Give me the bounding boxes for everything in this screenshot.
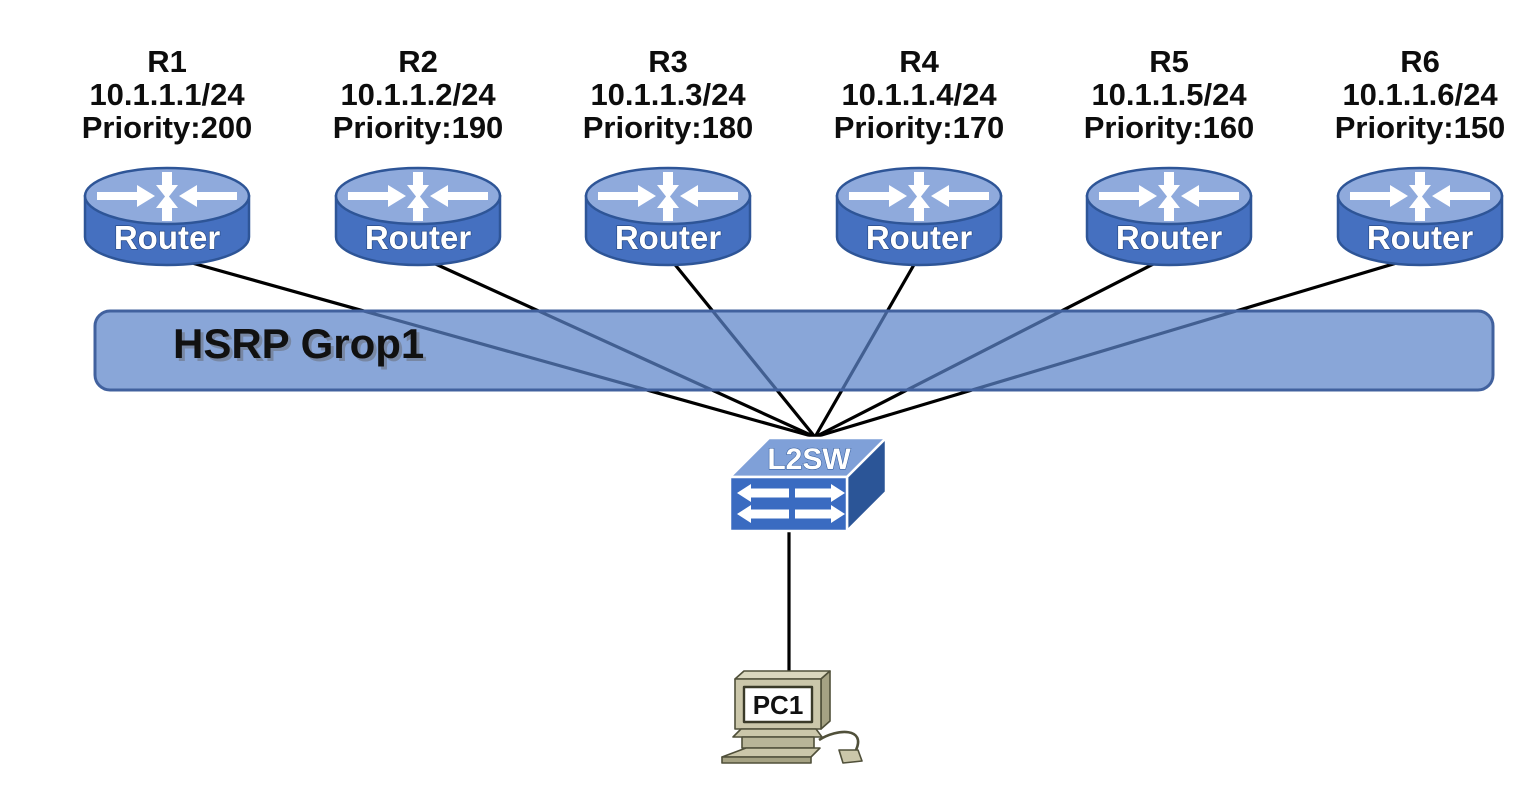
monitor-side — [820, 670, 831, 730]
router-icon-label: Router — [866, 219, 972, 256]
hsrp-bar-label-shadow: HSRP Grop1 — [176, 323, 427, 370]
pc-label: PC1 — [753, 690, 804, 720]
keyboard-front — [721, 756, 812, 764]
keyboard-top — [721, 747, 821, 758]
hsrp-group-bar: HSRP Grop1 HSRP Grop1 — [93, 309, 1495, 392]
router-name: R4 — [899, 44, 939, 79]
router-icon-label: Router — [1367, 219, 1473, 256]
router-name: R6 — [1400, 44, 1440, 79]
router-priority: Priority:190 — [333, 110, 504, 145]
router-ip: 10.1.1.3/24 — [590, 77, 746, 112]
router-ip: 10.1.1.5/24 — [1091, 77, 1247, 112]
router-icon-label: Router — [1116, 219, 1222, 256]
pc-screen — [742, 685, 814, 724]
monitor-base — [732, 728, 823, 738]
mouse-icon — [838, 749, 863, 764]
router-name: R5 — [1149, 44, 1189, 79]
router-node-r5: R5 10.1.1.5/24 Priority:160 Router — [1084, 44, 1255, 267]
router-icon-label: Router — [365, 219, 471, 256]
router-node-r3: R3 10.1.1.3/24 Priority:180 Router — [583, 44, 754, 267]
router-name: R3 — [648, 44, 688, 79]
monitor-top — [734, 670, 831, 680]
router-ip: 10.1.1.6/24 — [1342, 77, 1498, 112]
router-icon-label: Router — [114, 219, 220, 256]
router-priority: Priority:200 — [82, 110, 253, 145]
l2-switch-node: L2SW — [726, 434, 890, 535]
router-node-r4: R4 10.1.1.4/24 Priority:170 Router — [834, 44, 1005, 267]
router-name: R1 — [147, 44, 187, 79]
router-priority: Priority:180 — [583, 110, 754, 145]
router-priority: Priority:170 — [834, 110, 1005, 145]
switch-arrows-icon — [737, 484, 845, 523]
router-name: R2 — [398, 44, 438, 79]
router-priority: Priority:160 — [1084, 110, 1255, 145]
mouse-cable — [818, 730, 860, 751]
hsrp-bar-shape — [93, 309, 1495, 392]
router-ip: 10.1.1.1/24 — [89, 77, 245, 112]
router-ip: 10.1.1.4/24 — [841, 77, 997, 112]
switch-label: L2SW — [767, 443, 851, 476]
pc-node: PC1 — [721, 670, 863, 764]
router-ip: 10.1.1.2/24 — [340, 77, 496, 112]
hsrp-bar-label: HSRP Grop1 — [173, 320, 424, 367]
switch-front-face — [728, 475, 849, 533]
router-priority: Priority:150 — [1335, 110, 1506, 145]
router-node-r6: R6 10.1.1.6/24 Priority:150 Router — [1335, 44, 1506, 267]
router-node-r2: R2 10.1.1.2/24 Priority:190 Router — [333, 44, 504, 267]
router-node-r1: R1 10.1.1.1/24 Priority:200 Router — [82, 44, 253, 267]
pc-pedestal — [741, 736, 815, 749]
router-icon-label: Router — [615, 219, 721, 256]
